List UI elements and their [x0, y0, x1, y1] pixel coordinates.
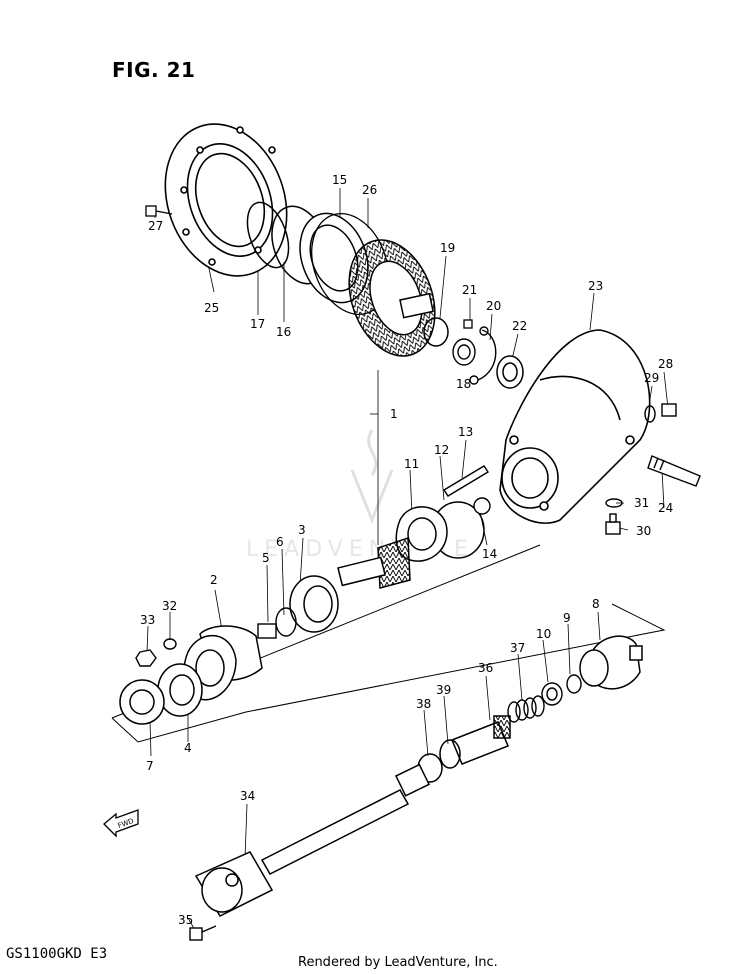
part-13-pin: [443, 465, 489, 497]
callout-22: 22: [512, 319, 527, 333]
part-14-nut: [473, 497, 491, 515]
callout-13: 13: [458, 425, 473, 439]
callout-1: 1: [390, 407, 398, 421]
part-22-oil-seal: [496, 355, 524, 389]
part-19-ring: [423, 317, 449, 347]
callout-37: 37: [510, 641, 525, 655]
part-7-oil-seal: [119, 679, 165, 725]
callout-4: 4: [184, 741, 192, 755]
callout-11: 11: [404, 457, 419, 471]
callout-26: 26: [362, 183, 377, 197]
callout-15: 15: [332, 173, 347, 187]
part-36-joint-yoke: [451, 715, 511, 765]
callout-25: 25: [204, 301, 219, 315]
callout-10: 10: [536, 627, 551, 641]
callout-30: 30: [636, 524, 651, 538]
callout-18: 18: [456, 377, 471, 391]
callout-2: 2: [210, 573, 218, 587]
callout-23: 23: [588, 279, 603, 293]
part-23-gear-case: [499, 329, 651, 524]
part-35-bolt: [189, 925, 217, 941]
callout-16: 16: [276, 325, 291, 339]
part-17-ring: [246, 201, 290, 269]
callout-9: 9: [563, 611, 571, 625]
part-37-spring: [507, 695, 545, 723]
callout-6: 6: [276, 535, 284, 549]
part-28-bolt: [661, 403, 677, 417]
part-8-coupling: [579, 635, 643, 690]
part-20-retainer: [469, 326, 497, 385]
callout-20: 20: [486, 299, 501, 313]
callout-labels: 1 2 3 4 5 6 7 8 9 10 11 12 13 14 15 16 1…: [140, 173, 673, 927]
callout-19: 19: [440, 241, 455, 255]
part-39-ring: [439, 739, 461, 769]
callout-12: 12: [434, 443, 449, 457]
footer-credit: Rendered by LeadVenture, Inc.: [298, 955, 498, 970]
callout-5: 5: [262, 551, 270, 565]
part-3-bearing: [289, 575, 339, 633]
callout-38: 38: [416, 697, 431, 711]
callout-21: 21: [462, 283, 477, 297]
callout-28: 28: [658, 357, 673, 371]
part-32-washer: [163, 638, 177, 650]
callout-3: 3: [298, 523, 306, 537]
callout-35: 35: [178, 913, 193, 927]
part-9-washer: [566, 674, 582, 694]
callout-14: 14: [482, 547, 497, 561]
part-25-cover-plate: [164, 123, 288, 277]
figure-title: FIG. 21: [112, 58, 196, 82]
part-29-washer: [644, 405, 656, 423]
part-33-nut: [135, 649, 157, 667]
callout-24: 24: [658, 501, 673, 515]
part-18-bearing: [452, 338, 476, 366]
part-31-washer: [605, 498, 623, 508]
part-1-ring-gear: [348, 239, 436, 357]
part-30-drain-bolt: [605, 513, 621, 535]
callout-32: 32: [162, 599, 177, 613]
part-5-spacer: [257, 623, 277, 639]
callout-27: 27: [148, 219, 163, 233]
part-10-nut: [541, 682, 563, 706]
callout-7: 7: [146, 759, 154, 773]
model-code: GS1100GKD E3: [6, 946, 108, 962]
callout-33: 33: [140, 613, 155, 627]
callout-8: 8: [592, 597, 600, 611]
part-34-propeller-shaft: [194, 763, 431, 917]
forward-direction-arrow: FWD: [103, 809, 139, 838]
callout-36: 36: [478, 661, 493, 675]
callout-31: 31: [634, 496, 649, 510]
watermark-logo: [350, 429, 394, 525]
part-27-bolt: [145, 205, 173, 217]
part-21-screw: [463, 319, 473, 329]
callout-39: 39: [436, 683, 451, 697]
callout-34: 34: [240, 789, 255, 803]
part-1-pinion-gear: [337, 536, 411, 589]
callout-29: 29: [644, 371, 659, 385]
part-24-stud: [647, 455, 701, 487]
callout-17: 17: [250, 317, 265, 331]
part-6-shim: [275, 607, 297, 637]
part-4-bearing: [157, 663, 203, 717]
